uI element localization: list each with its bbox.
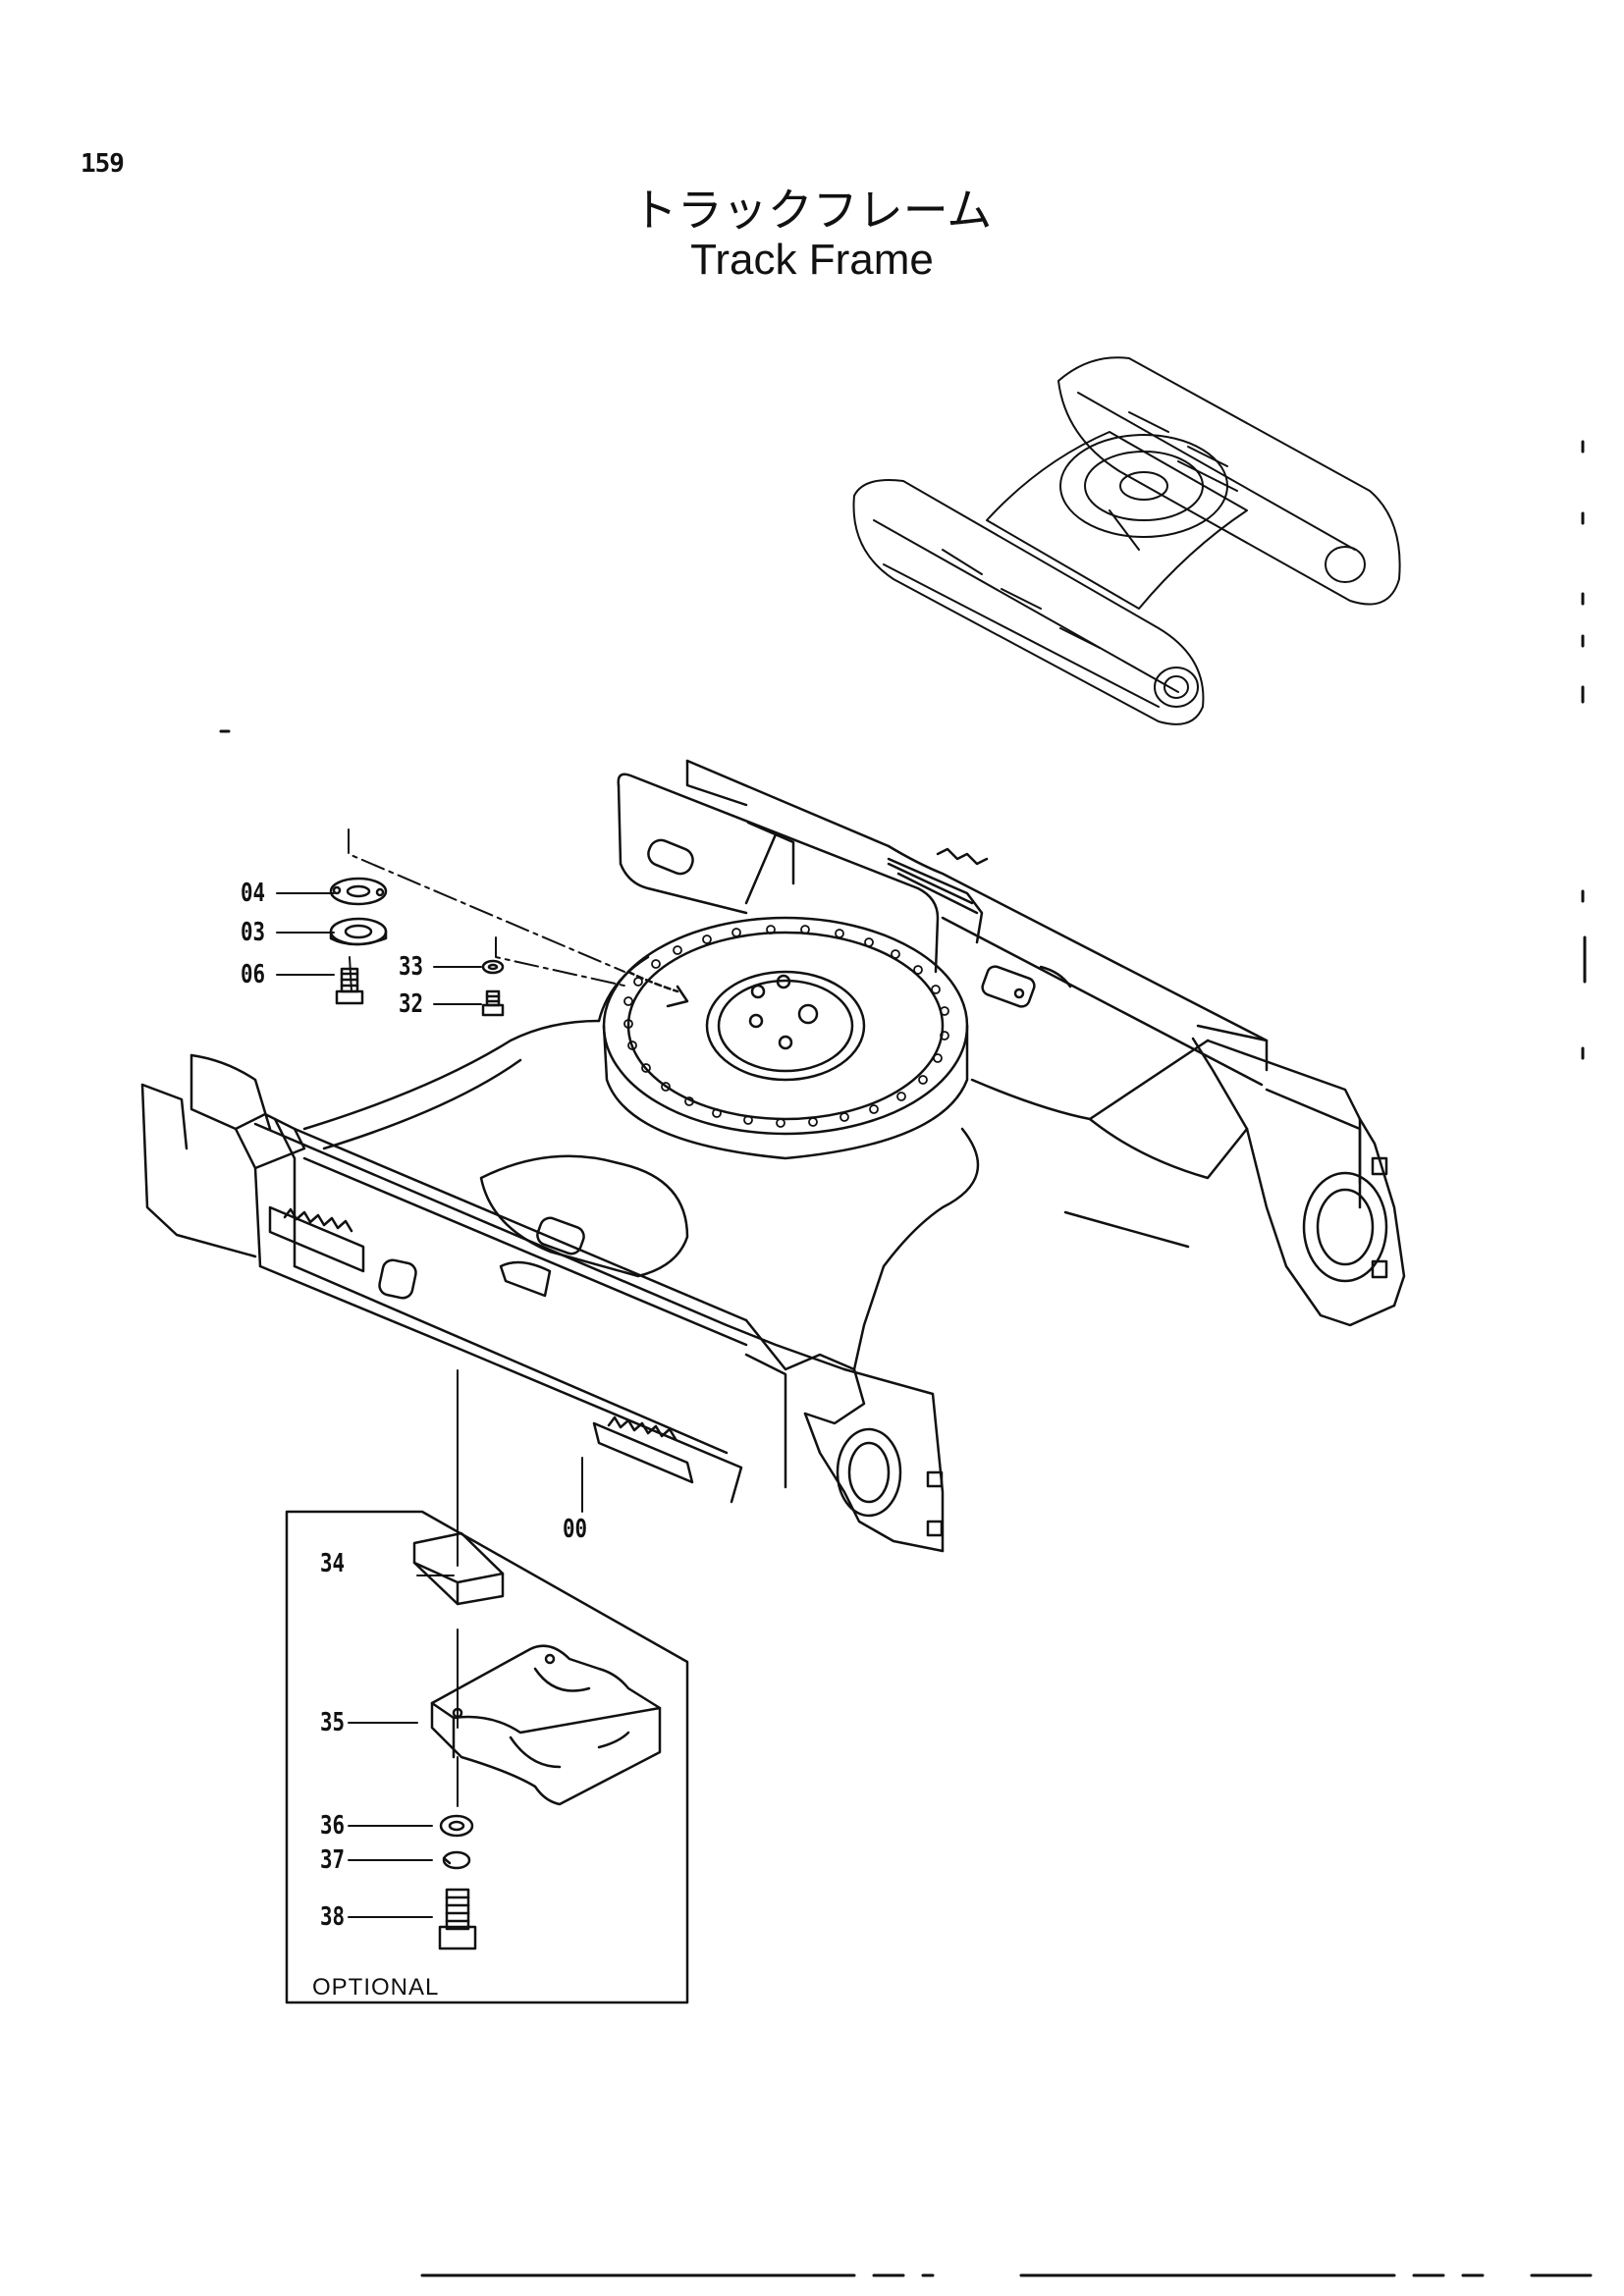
callout-36: 36 [320, 1811, 346, 1841]
flange-plate-03 [329, 917, 388, 946]
page-title-japanese: トラックフレーム [631, 184, 993, 237]
callout-00: 00 [563, 1515, 588, 1544]
flange-plate-04 [329, 877, 388, 906]
callout-03: 03 [241, 918, 266, 947]
callout-leader-lines [276, 828, 629, 1918]
callout-35: 35 [320, 1708, 346, 1737]
bolt-06 [335, 967, 364, 1005]
callout-04: 04 [241, 879, 266, 908]
callout-34: 34 [320, 1549, 346, 1578]
page-number: 159 [81, 149, 125, 179]
page-title-english: Track Frame [690, 236, 934, 284]
washer-33 [481, 959, 505, 975]
optional-parts-box [285, 1510, 689, 2004]
bolt-32 [481, 989, 505, 1017]
callout-32: 32 [399, 989, 424, 1019]
callout-33: 33 [399, 952, 424, 982]
track-frame-main-illustration [140, 759, 1406, 1553]
overview-track-frame-illustration [852, 356, 1401, 725]
callout-37: 37 [320, 1845, 346, 1875]
callout-38: 38 [320, 1902, 346, 1932]
scan-artifacts [219, 440, 1593, 2277]
optional-label: OPTIONAL [312, 1974, 440, 2001]
callout-06: 06 [241, 960, 266, 989]
